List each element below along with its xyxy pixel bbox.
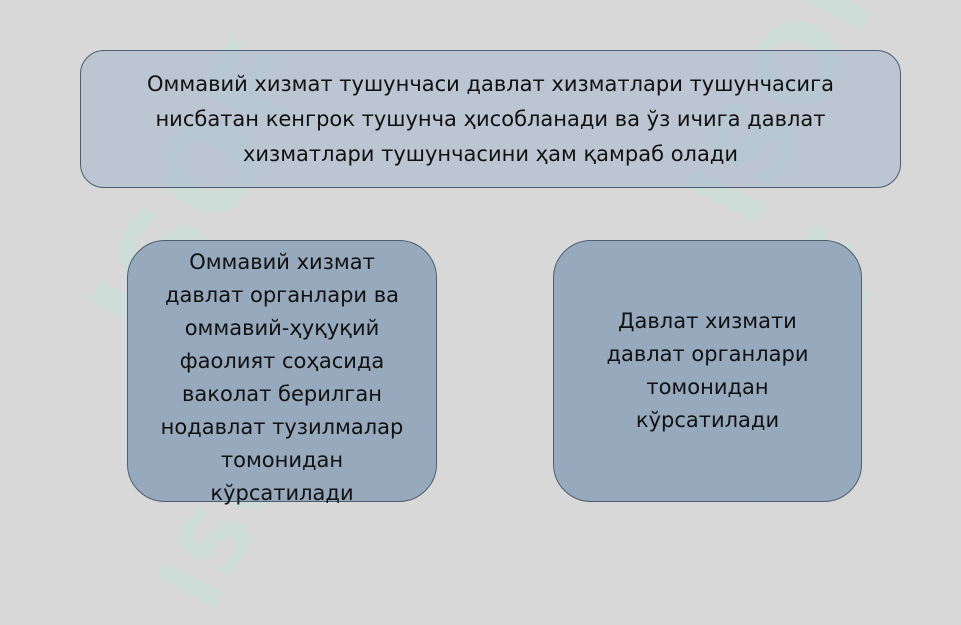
left-box-text: Оммавий хизмат давлат органлари ва оммав… — [160, 250, 404, 505]
right-box-text: Давлат хизмати давлат органлари томонида… — [606, 309, 809, 432]
top-box-text: Оммавий хизмат тушунчаси давлат хизматла… — [147, 71, 834, 166]
top-box: Оммавий хизмат тушунчаси давлат хизматла… — [80, 50, 901, 188]
left-box: Оммавий хизмат давлат органлари ва оммав… — [127, 240, 437, 505]
right-box: Давлат хизмати давлат органлари томонида… — [553, 240, 862, 502]
